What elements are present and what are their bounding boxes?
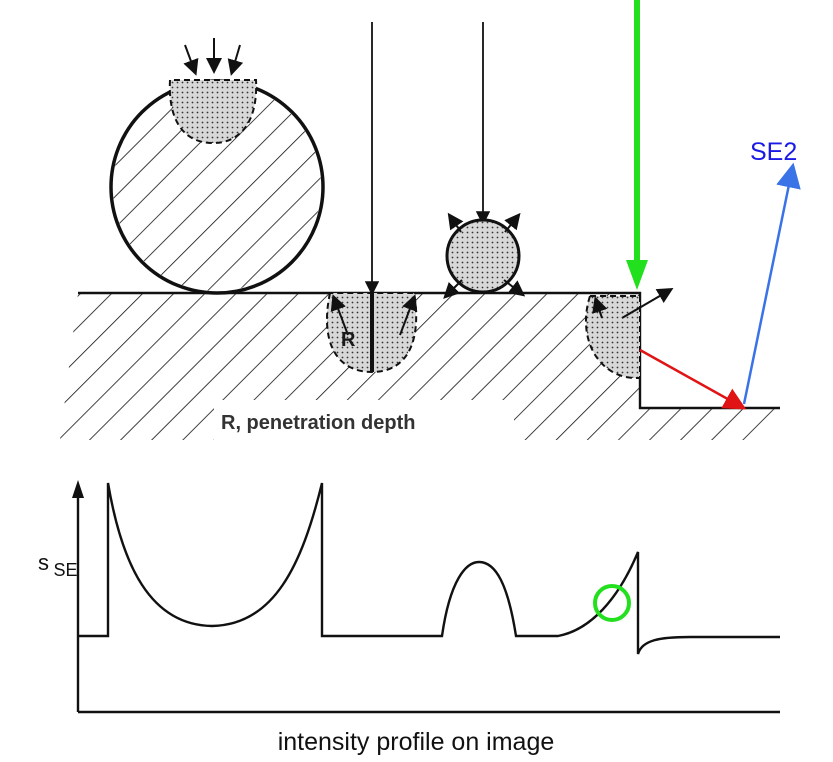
y-axis-arrowhead: [72, 480, 84, 498]
small-sphere-particle: [443, 22, 526, 299]
radius-label: R: [341, 329, 356, 351]
flat-surface-interaction: R: [326, 22, 418, 374]
incident-beam-edge: [626, 0, 648, 290]
penetration-depth-label: R, penetration depth: [221, 412, 415, 434]
intensity-profile-plot: s SE: [38, 480, 780, 714]
y-axis-label-subscript: SE: [53, 560, 77, 580]
y-axis-label: s SE: [38, 550, 77, 580]
depth-label-background: [214, 400, 514, 444]
backscatter-arrow: [639, 348, 747, 410]
se2-label: SE2: [750, 138, 797, 166]
large-sphere-particle: [109, 38, 325, 295]
y-axis-label-main: s: [38, 550, 49, 575]
profile-caption: intensity profile on image: [278, 728, 555, 756]
edge-interaction: [585, 287, 674, 379]
sphere-interaction-volume: [168, 79, 258, 145]
signal-profile-curve: [78, 482, 780, 655]
edge-highlight-circle: [593, 584, 631, 622]
se2-arrow: [742, 162, 801, 405]
